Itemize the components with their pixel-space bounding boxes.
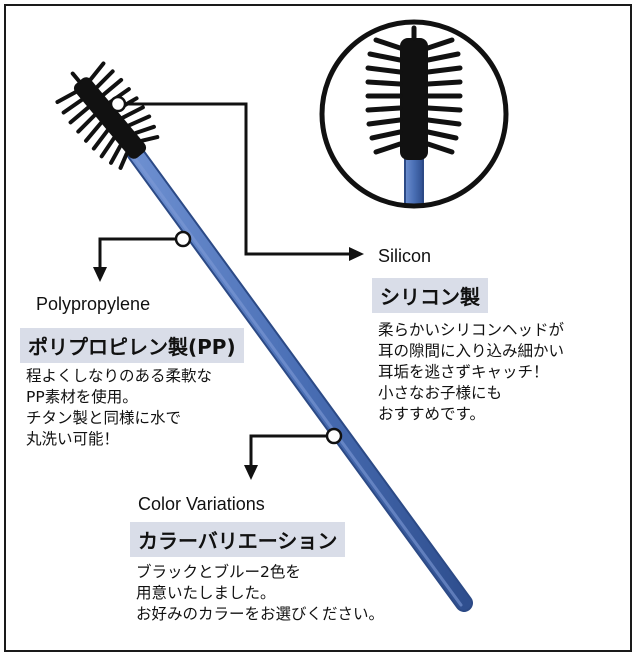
polypropylene-label: Polypropylene — [36, 294, 151, 314]
polypropylene-line: 丸洗い可能！ — [26, 430, 120, 448]
polypropylene-line: チタン製と同様に水で — [26, 409, 182, 427]
zoom-circle — [319, 19, 509, 209]
brush-handle — [127, 145, 473, 612]
silicon-line: 耳垢を逃さずキャッチ！ — [378, 363, 549, 381]
color-variations-heading: カラーバリエーション — [130, 522, 346, 557]
polypropylene-line: PP素材を使用。 — [26, 388, 138, 406]
silicon-line: 柔らかいシリコンヘッドが — [378, 321, 565, 339]
polypropylene-line: 程よくしなりのある柔軟な — [26, 367, 213, 385]
silicon-line: 耳の隙間に入り込み細かい — [378, 342, 565, 360]
color-line: 用意いたしました。 — [136, 584, 276, 602]
silicon-description: 柔らかいシリコンヘッドが 耳の隙間に入り込み細かい 耳垢を逃さずキャッチ！ 小さ… — [378, 320, 564, 425]
polypropylene-heading: ポリプロピレン製(PP) — [20, 328, 244, 363]
silicon-line: 小さなお子様にも — [378, 384, 503, 402]
silicon-label: Silicon — [378, 246, 432, 266]
polypropylene-description: 程よくしなりのある柔軟な PP素材を使用。 チタン製と同様に水で 丸洗い可能！ — [26, 366, 212, 450]
connector-arrowheads — [93, 247, 364, 480]
brush-head — [55, 61, 160, 170]
color-line: お好みのカラーをお選びください。 — [136, 605, 385, 623]
silicon-line: おすすめです。 — [378, 405, 485, 423]
marker-dots — [109, 95, 343, 445]
color-variations-label: Color Variations — [138, 494, 265, 514]
figure-frame: Silicon シリコン製 柔らかいシリコンヘッドが 耳の隙間に入り込み細かい … — [4, 4, 632, 652]
connector-lines — [98, 102, 351, 466]
silicon-heading: シリコン製 — [372, 278, 488, 313]
color-variations-description: ブラックとブルー2色を 用意いたしました。 お好みのカラーをお選びください。 — [136, 562, 384, 625]
product-illustration — [55, 19, 509, 612]
color-line: ブラックとブルー2色を — [136, 563, 301, 581]
